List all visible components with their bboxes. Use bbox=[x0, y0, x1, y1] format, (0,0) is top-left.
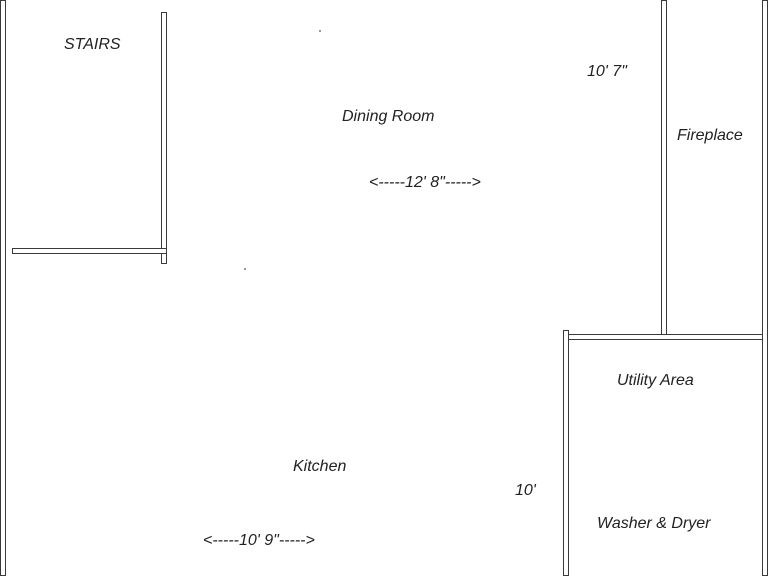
dining-room-label: Dining Room bbox=[342, 108, 435, 125]
dining-width-dimension: <-----12' 8"-----> bbox=[369, 174, 481, 191]
plan-speck bbox=[319, 30, 321, 32]
utility-left-wall bbox=[563, 330, 569, 576]
dining-height-dimension: 10' 7" bbox=[587, 63, 627, 80]
stairs-right-wall bbox=[161, 12, 167, 264]
kitchen-width-dimension: <-----10' 9"-----> bbox=[203, 532, 315, 549]
utility-top-wall bbox=[563, 334, 763, 340]
washer-dryer-label: Washer & Dryer bbox=[597, 515, 711, 532]
fireplace-label: Fireplace bbox=[677, 127, 743, 144]
kitchen-label: Kitchen bbox=[293, 458, 347, 475]
kitchen-height-dimension: 10' bbox=[515, 482, 536, 499]
fireplace-left-wall bbox=[661, 0, 667, 338]
right-outer-wall bbox=[762, 0, 768, 576]
stairs-bottom-wall bbox=[12, 248, 167, 254]
plan-speck bbox=[244, 268, 246, 270]
stairs-label: STAIRS bbox=[64, 36, 121, 53]
utility-area-label: Utility Area bbox=[617, 372, 694, 389]
left-outer-wall bbox=[0, 0, 6, 576]
